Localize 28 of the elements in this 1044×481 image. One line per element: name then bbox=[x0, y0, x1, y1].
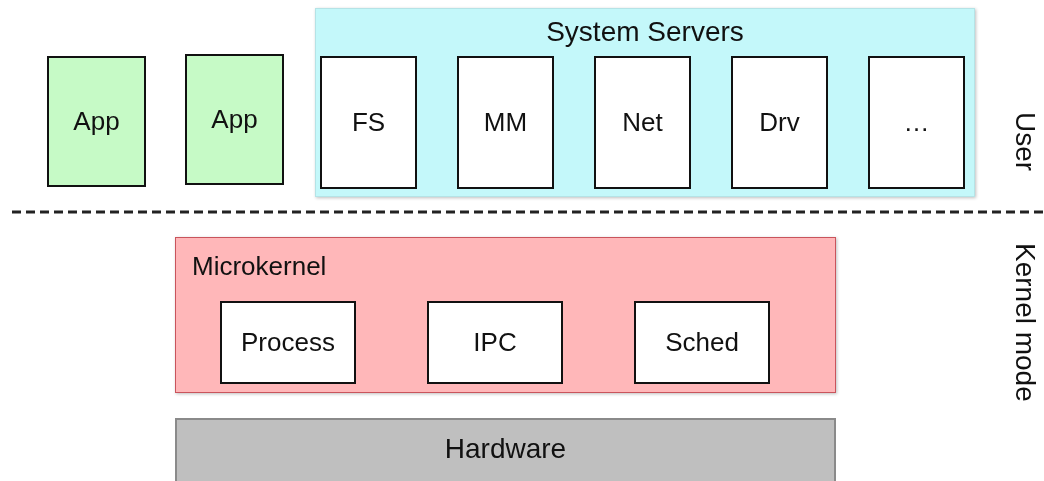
box-label: FS bbox=[351, 108, 386, 137]
box-label: Process bbox=[241, 328, 335, 357]
server-box bbox=[457, 56, 554, 189]
kernel-component-box bbox=[427, 301, 563, 384]
server-box bbox=[731, 56, 828, 189]
box-label: App bbox=[211, 105, 258, 134]
box-label: IPC bbox=[473, 328, 517, 357]
box-label: … bbox=[903, 108, 930, 137]
box-label: App bbox=[73, 107, 120, 136]
box-label: Sched bbox=[665, 328, 739, 357]
box-label: MM bbox=[483, 108, 528, 137]
box-label: System Servers bbox=[546, 17, 744, 48]
server-box bbox=[594, 56, 691, 189]
microkernel-panel bbox=[175, 237, 836, 393]
box-label: Drv bbox=[759, 108, 800, 137]
server-box bbox=[868, 56, 965, 189]
box-label: Microkernel bbox=[192, 252, 327, 281]
hardware-bar bbox=[175, 418, 836, 481]
mode-label: User bbox=[1011, 112, 1039, 172]
box-label: Hardware bbox=[444, 434, 567, 465]
system-servers-panel bbox=[315, 8, 975, 197]
app-box bbox=[185, 54, 284, 185]
kernel-component-box bbox=[220, 301, 356, 384]
kernel-component-box bbox=[634, 301, 770, 384]
box-label: Net bbox=[622, 108, 663, 137]
app-box bbox=[47, 56, 146, 187]
mode-label: Kernel mode bbox=[1011, 243, 1039, 402]
server-box bbox=[320, 56, 417, 189]
